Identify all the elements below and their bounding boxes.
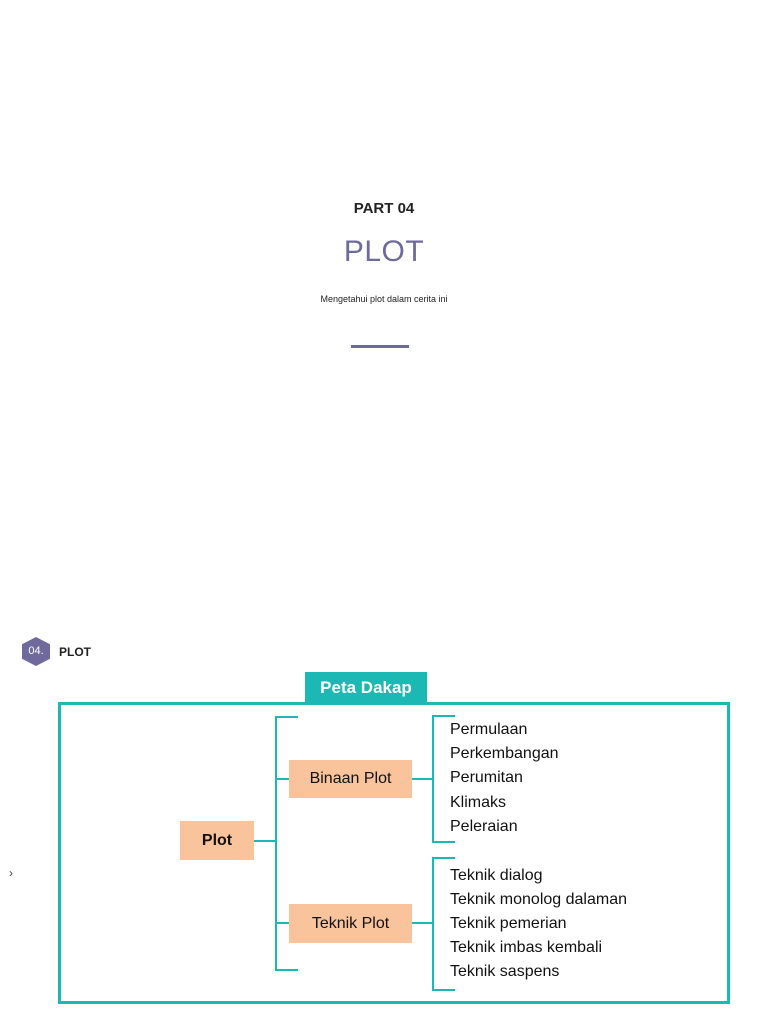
list-item: Teknik dialog [450,867,543,884]
list-item: Permulaan [450,721,528,738]
list-item: Peleraian [450,818,518,835]
list-item: Klimaks [450,794,507,811]
slide-title: PLOT [343,235,425,268]
binaan-plot-list: Permulaan Perkembangan Perumitan Klimaks… [450,721,710,846]
slide-subtitle: Mengetahui plot dalam cerita ini [320,294,448,304]
list-item: Teknik imbas kembali [450,939,603,956]
list-item: Perkembangan [450,745,559,762]
section-label: PLOT [59,645,91,659]
list-item: Teknik pemerian [450,915,567,932]
diagram-title: Peta Dakap [305,672,427,704]
part-label: PART 04 [353,200,415,217]
list-item: Perumitan [450,769,523,786]
hexagon-badge-icon [22,637,50,666]
teknik-plot-list: Teknik dialog Teknik monolog dalaman Tek… [450,867,720,992]
list-item: Teknik monolog dalaman [450,891,627,908]
chevron-right-icon[interactable]: › [9,866,13,880]
root-node-plot: Plot [180,821,254,860]
branch-node-teknik-plot: Teknik Plot [289,904,412,943]
branch-node-binaan-plot: Binaan Plot [289,760,412,798]
section-number: 04. [28,645,44,657]
list-item: Teknik saspens [450,963,560,980]
title-divider [351,345,409,348]
